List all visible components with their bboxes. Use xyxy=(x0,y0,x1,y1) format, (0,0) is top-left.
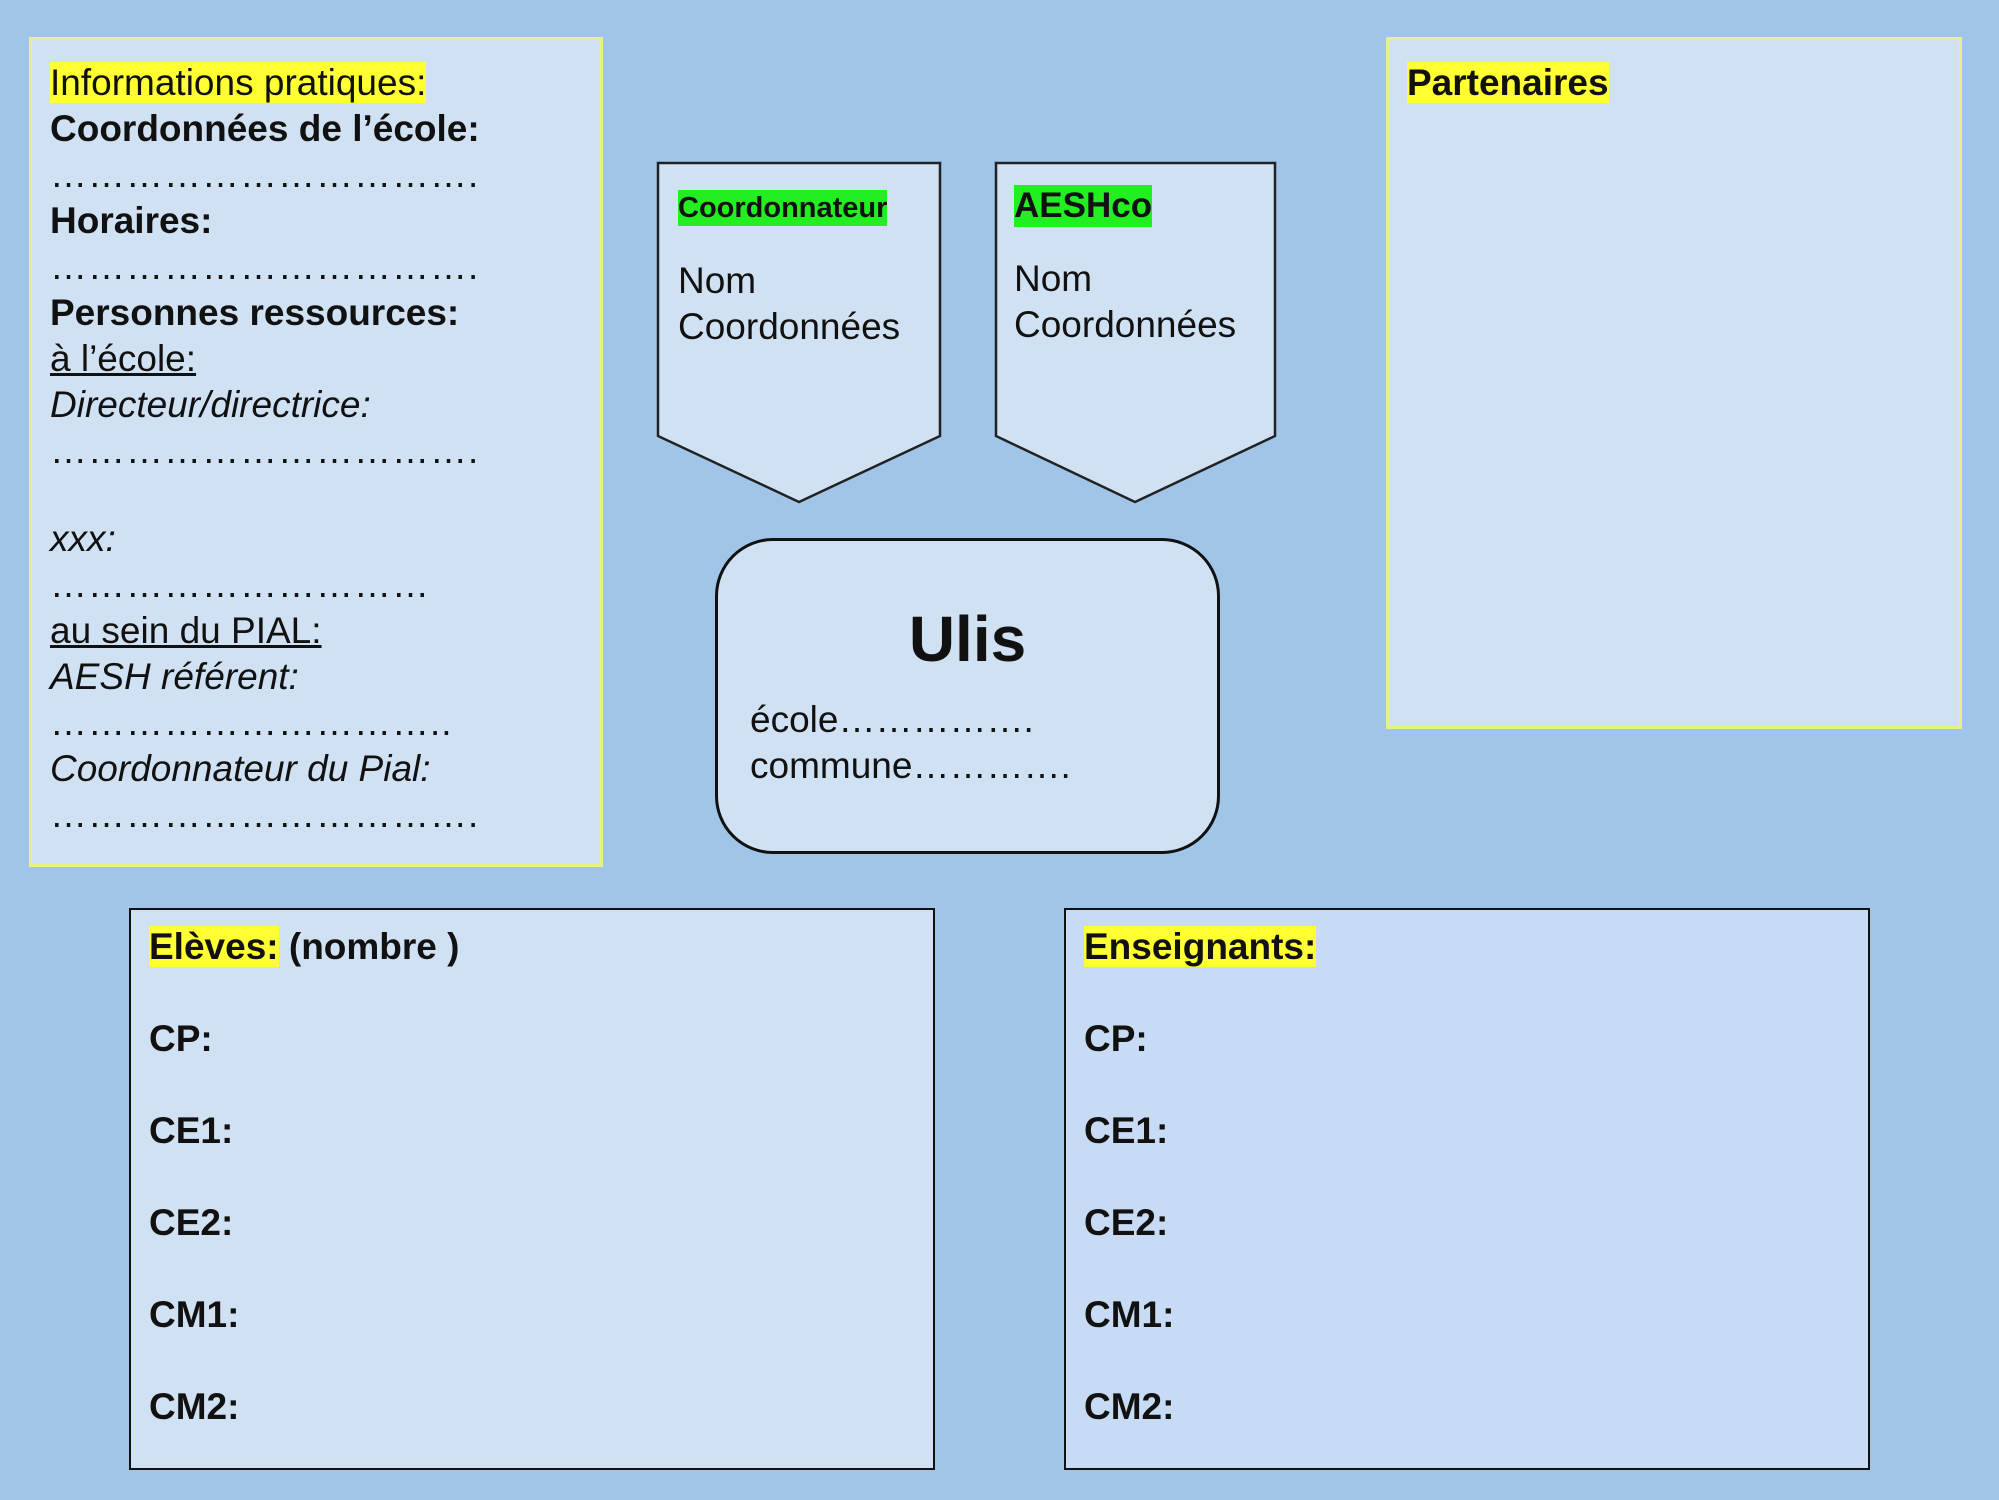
enseignants-level-cm1: CM1: xyxy=(1084,1294,1175,1335)
xxx-label: xxx: xyxy=(50,518,116,559)
spacer xyxy=(50,474,582,516)
pial-coord-dots: ……………………………. xyxy=(50,794,480,835)
enseignants-level-ce1: CE1: xyxy=(1084,1110,1169,1151)
enseignants-title: Enseignants: xyxy=(1084,926,1317,967)
eleves-level-ce1: CE1: xyxy=(149,1110,234,1151)
school-contact-label: Coordonnées de l’école: xyxy=(50,108,480,149)
coordonnateur-name: Nom xyxy=(678,260,757,301)
eleves-level-cp: CP: xyxy=(149,1018,213,1059)
aeshco-name: Nom xyxy=(1014,258,1093,299)
aeshco-contact: Coordonnées xyxy=(1014,304,1237,345)
enseignants-panel: Enseignants: CP: CE1: CE2: CM1: CM2: xyxy=(1064,908,1870,1470)
eleves-level-cm2: CM2: xyxy=(149,1386,240,1427)
eleves-panel: Elèves: (nombre ) CP: CE1: CE2: CM1: CM2… xyxy=(129,908,935,1470)
xxx-dots: ………………………… xyxy=(50,564,430,605)
at-school-label: à l’école: xyxy=(50,338,197,379)
info-panel: Informations pratiques: Coordonnées de l… xyxy=(29,37,603,867)
pial-coord-label: Coordonnateur du Pial: xyxy=(50,748,431,789)
coordonnateur-box: Coordonnateur Nom Coordonnées xyxy=(678,182,900,350)
hours-label: Horaires: xyxy=(50,200,213,241)
director-label: Directeur/directrice: xyxy=(50,384,371,425)
ulis-title: Ulis xyxy=(908,603,1027,675)
coordonnateur-label: Coordonnateur xyxy=(678,190,888,226)
resource-persons-label: Personnes ressources: xyxy=(50,292,460,333)
eleves-count-label: (nombre ) xyxy=(278,926,460,967)
enseignants-level-cp: CP: xyxy=(1084,1018,1148,1059)
enseignants-level-cm2: CM2: xyxy=(1084,1386,1175,1427)
partners-panel: Partenaires xyxy=(1386,37,1962,729)
ulis-school: école……………. xyxy=(750,699,1034,740)
coordonnateur-contact: Coordonnées xyxy=(678,306,901,347)
aesh-ref-label: AESH référent: xyxy=(50,656,299,697)
aeshco-label: AESHco xyxy=(1014,185,1153,227)
aesh-ref-dots: ………………………….. xyxy=(50,702,453,743)
eleves-title: Elèves: xyxy=(149,926,279,967)
hours-dots: ……………………………. xyxy=(50,246,480,287)
aeshco-arrow-shape xyxy=(994,161,1277,504)
aeshco-box: AESHco Nom Coordonnées xyxy=(1014,182,1236,348)
ulis-commune: commune…………. xyxy=(750,745,1071,786)
eleves-level-ce2: CE2: xyxy=(149,1202,234,1243)
info-title: Informations pratiques: xyxy=(50,62,427,103)
enseignants-level-ce2: CE2: xyxy=(1084,1202,1169,1243)
partners-title: Partenaires xyxy=(1407,62,1609,103)
director-dots: ……………………………. xyxy=(50,430,480,471)
coordonnateur-arrow-shape xyxy=(656,161,942,504)
school-contact-dots: ……………………………. xyxy=(50,154,480,195)
eleves-level-cm1: CM1: xyxy=(149,1294,240,1335)
ulis-box: Ulis école……………. commune…………. xyxy=(715,538,1220,854)
pial-label: au sein du PIAL: xyxy=(50,610,322,651)
